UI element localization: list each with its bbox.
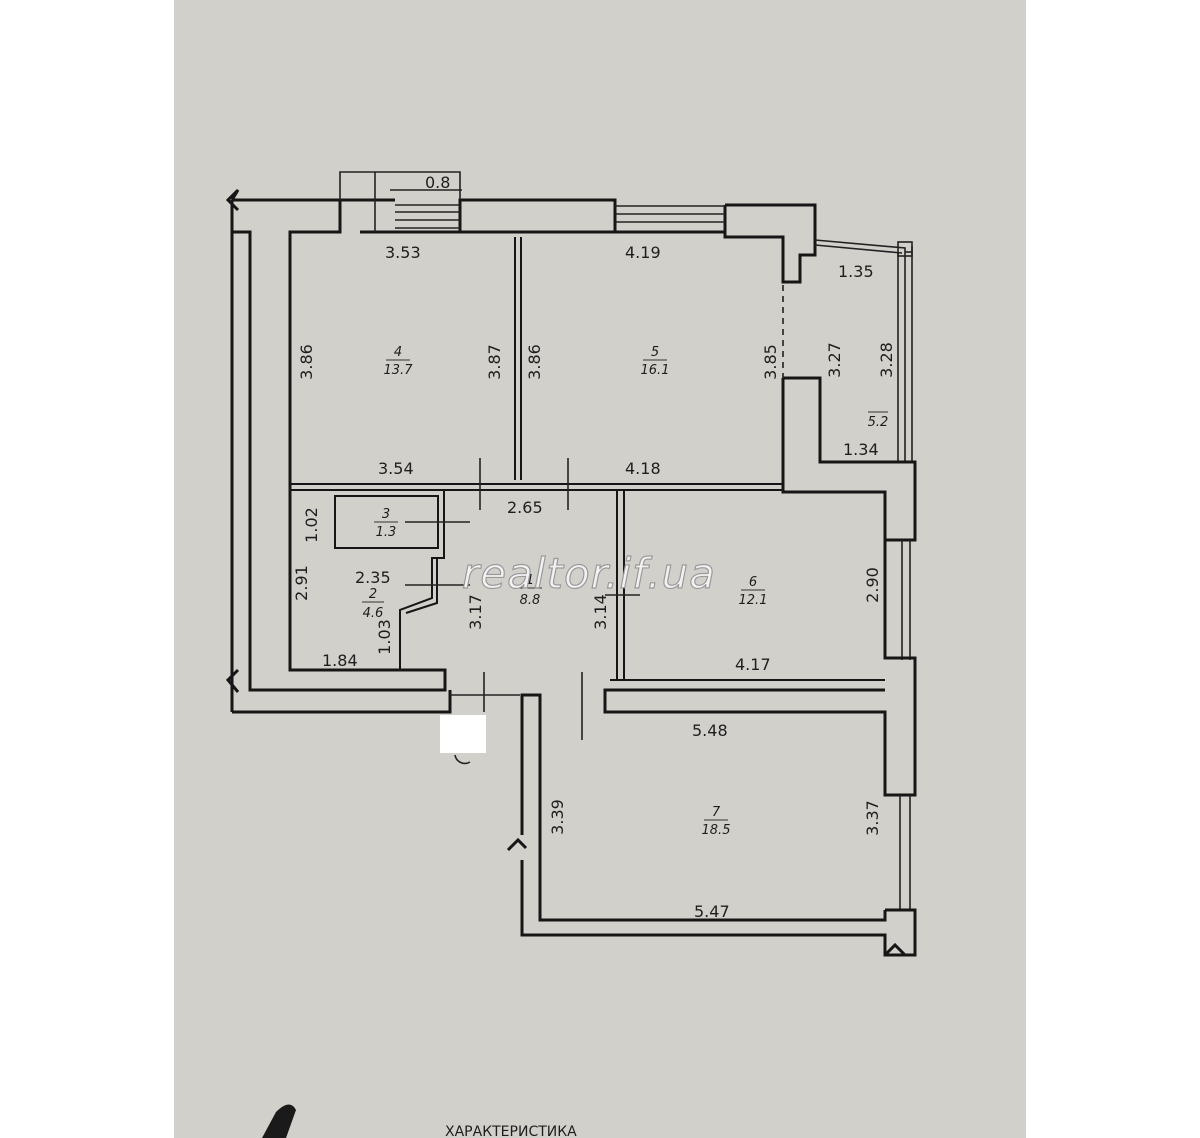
svg-text:12.1: 12.1: [739, 593, 768, 608]
dim-room7-top: 5.48: [692, 721, 728, 740]
dim-room4-left: 3.86: [297, 344, 316, 380]
svg-text:5.2: 5.2: [868, 415, 889, 430]
dim-hall-top: 2.65: [507, 498, 543, 517]
room-1-label: 1 8.8: [518, 573, 542, 608]
balcony-label: 5.2: [868, 411, 889, 430]
dim-room2-bottom: 1.84: [322, 651, 358, 670]
svg-text:1.3: 1.3: [376, 525, 397, 540]
dim-room7-right: 3.37: [863, 800, 882, 836]
dim-room3-height: 1.02: [302, 507, 321, 543]
dimension-labels: 0.8 3.53 4.19 1.35 3.86 3.87 3.86 3.85 3…: [292, 173, 896, 921]
svg-text:6: 6: [749, 575, 757, 590]
dim-room6-bottom: 4.17: [735, 655, 771, 674]
dim-room2-inner: 1.03: [375, 619, 394, 655]
dim-balcony-inner: 3.27: [825, 342, 844, 378]
room-5-label: 5 16.1: [641, 345, 670, 378]
svg-text:5: 5: [651, 345, 659, 360]
partitions: [290, 237, 885, 740]
entrance-mark: [454, 754, 471, 765]
room-6-label: 6 12.1: [739, 575, 768, 608]
watermark-text: realtor.if.ua: [462, 549, 716, 598]
redaction-patch: [440, 715, 486, 753]
dark-object: [262, 1104, 296, 1138]
svg-text:16.1: 16.1: [641, 363, 670, 378]
dim-room7-left: 3.39: [548, 799, 567, 835]
dim-room6-right: 2.90: [863, 567, 882, 603]
svg-text:4: 4: [394, 345, 402, 360]
room-4-label: 4 13.7: [384, 345, 414, 378]
svg-text:2: 2: [369, 587, 377, 602]
room-labels: 4 13.7 5 16.1 5.2 3 1.3 2 4.6 1 8.8: [362, 345, 888, 838]
room-3-label: 3 1.3: [374, 507, 398, 540]
dim-room4-bottom: 3.54: [378, 459, 414, 478]
dim-room5-right: 3.85: [761, 344, 780, 380]
dim-room5-top: 4.19: [625, 243, 661, 262]
dim-window-top: 0.8: [425, 173, 450, 192]
room-2-label: 2 4.6: [362, 587, 384, 621]
footer-text: ХАРАКТЕРИСТИКА: [445, 1124, 577, 1138]
dim-room4-right: 3.87: [485, 344, 504, 380]
dim-balcony-outer: 3.28: [877, 342, 896, 378]
svg-text:8.8: 8.8: [520, 593, 541, 608]
dim-balcony-top: 1.35: [838, 262, 874, 281]
dim-room2-top: 2.35: [355, 568, 391, 587]
dim-room2-left: 2.91: [292, 565, 311, 601]
svg-text:1: 1: [526, 573, 534, 588]
dim-hall-right: 3.14: [591, 594, 610, 630]
dim-room7-bottom: 5.47: [694, 902, 730, 921]
svg-text:18.5: 18.5: [702, 823, 731, 838]
svg-text:4.6: 4.6: [363, 606, 384, 621]
dim-hall-left: 3.17: [466, 594, 485, 630]
outer-walls: [225, 171, 917, 957]
room-7-label: 7 18.5: [702, 805, 731, 838]
dim-room5-bottom: 4.18: [625, 459, 661, 478]
svg-text:3: 3: [382, 507, 390, 522]
svg-text:7: 7: [712, 805, 721, 820]
dim-room5-left: 3.86: [525, 344, 544, 380]
dim-balcony-bottom: 1.34: [843, 440, 879, 459]
svg-text:13.7: 13.7: [384, 363, 414, 378]
dim-room4-top: 3.53: [385, 243, 421, 262]
